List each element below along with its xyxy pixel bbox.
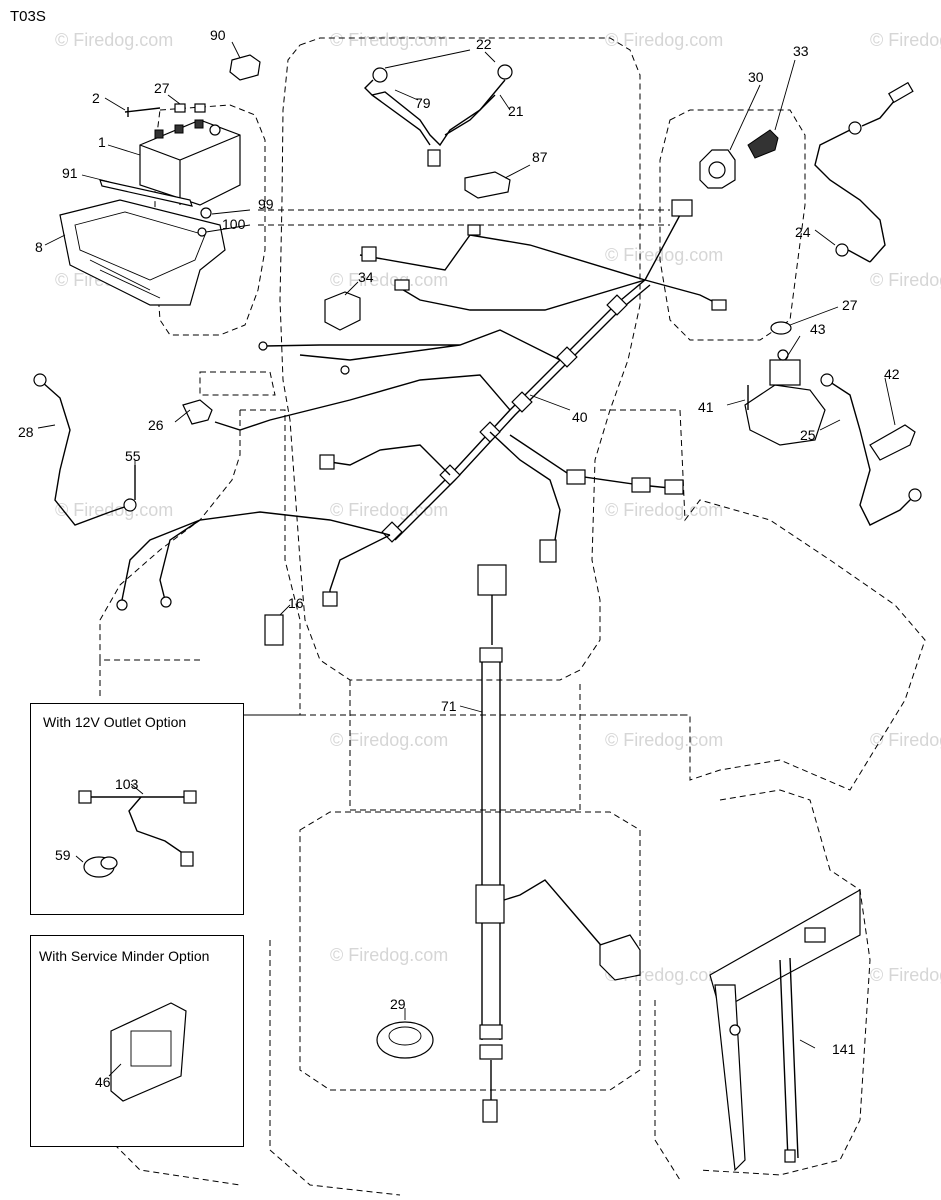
washer-100 <box>197 227 207 237</box>
watermark: © Firedog.com <box>870 270 941 290</box>
battery <box>139 119 241 206</box>
lower-left-outline <box>99 660 241 1186</box>
callout-27b: 27 <box>842 297 858 313</box>
watermark: © Firedog.com <box>870 730 941 750</box>
outlet-option-drawing <box>75 783 197 878</box>
callout-16: 16 <box>288 595 304 611</box>
ignition-switch <box>699 149 736 189</box>
watermark: © Firedog.com <box>605 730 724 750</box>
watermark: © Firedog.com <box>330 270 449 290</box>
callout-100: 100 <box>222 216 246 232</box>
watermark: © Firedog.com <box>605 500 724 520</box>
frame-crossbar <box>258 209 670 226</box>
callout-103: 103 <box>115 776 139 792</box>
battery-bolt <box>124 107 161 117</box>
watermark: © Firedog.com <box>605 245 724 265</box>
ground-cable-28 <box>41 381 131 526</box>
watermark: © Firedog.com <box>870 30 941 50</box>
service-minder-option-box: With Service Minder Option <box>30 935 244 1147</box>
switch-16 <box>264 614 284 646</box>
callout-43: 43 <box>810 321 826 337</box>
main-wire-harness <box>116 199 727 611</box>
watermark: © Firedog.com <box>330 30 449 50</box>
switch-34 <box>324 291 361 331</box>
watermark: © Firedog.com <box>330 730 449 750</box>
service-minder-option-title: With Service Minder Option <box>39 948 210 964</box>
callout-79: 79 <box>415 95 431 111</box>
callout-141: 141 <box>832 1041 856 1057</box>
connector-90 <box>229 54 261 81</box>
watermark: © Firedog.com <box>605 30 724 50</box>
callout-41: 41 <box>698 399 714 415</box>
screw-99 <box>200 207 212 219</box>
diagram-code: T03S <box>10 8 46 25</box>
seat-deck-outline <box>299 811 641 1091</box>
callout-29: 29 <box>390 996 406 1012</box>
callout-22: 22 <box>476 36 492 52</box>
center-floor <box>240 680 690 811</box>
watermark: © Firedog.com <box>330 500 449 520</box>
callout-71: 71 <box>441 698 457 714</box>
callout-21: 21 <box>508 103 524 119</box>
step-outline <box>199 371 276 396</box>
battery-cable-25 <box>826 379 916 526</box>
callout-27: 27 <box>154 80 170 96</box>
watermark: © Firedog.com <box>55 30 174 50</box>
service-minder-drawing <box>108 1002 187 1102</box>
right-body-outline <box>590 409 926 791</box>
callout-30: 30 <box>748 69 764 85</box>
relay-87 <box>464 171 511 199</box>
battery-tray-outline <box>154 104 266 336</box>
fuse-26 <box>182 399 213 425</box>
battery-nut <box>194 103 206 113</box>
callout-33: 33 <box>793 43 809 59</box>
outlet-option-box: With 12V Outlet Option <box>30 703 244 915</box>
callout-8: 8 <box>35 239 43 255</box>
washer-27 <box>770 321 792 335</box>
callout-87: 87 <box>532 149 548 165</box>
callout-2: 2 <box>92 90 100 106</box>
callout-46: 46 <box>95 1074 111 1090</box>
callout-28: 28 <box>18 424 34 440</box>
callout-40: 40 <box>572 409 588 425</box>
hood-outline <box>279 37 641 681</box>
watermark: © Firedog.com <box>330 945 449 965</box>
leader-lines <box>37 41 896 1069</box>
battery-strap <box>99 179 193 207</box>
seat-switch-assembly <box>709 888 861 1172</box>
ignition-key <box>747 129 779 159</box>
callout-90: 90 <box>210 27 226 43</box>
battery-nut <box>174 103 186 113</box>
terminal-boot-42 <box>869 424 916 461</box>
callout-1: 1 <box>98 134 106 150</box>
callout-99: 99 <box>258 196 274 212</box>
outlet-option-title: With 12V Outlet Option <box>43 714 187 730</box>
headlight-harness <box>364 64 513 167</box>
watermark: © Firedog.com <box>870 965 941 985</box>
battery-tray <box>59 199 226 306</box>
callout-59: 59 <box>55 847 71 863</box>
rear-wire-harness <box>475 564 641 1123</box>
callout-34: 34 <box>358 269 374 285</box>
battery-cable-24 <box>814 81 914 263</box>
callout-25: 25 <box>800 427 816 443</box>
callout-24: 24 <box>795 224 811 240</box>
callout-91: 91 <box>62 165 78 181</box>
callout-26: 26 <box>148 417 164 433</box>
rear-body-outline <box>269 789 871 1196</box>
callout-55: 55 <box>125 448 141 464</box>
callout-42: 42 <box>884 366 900 382</box>
